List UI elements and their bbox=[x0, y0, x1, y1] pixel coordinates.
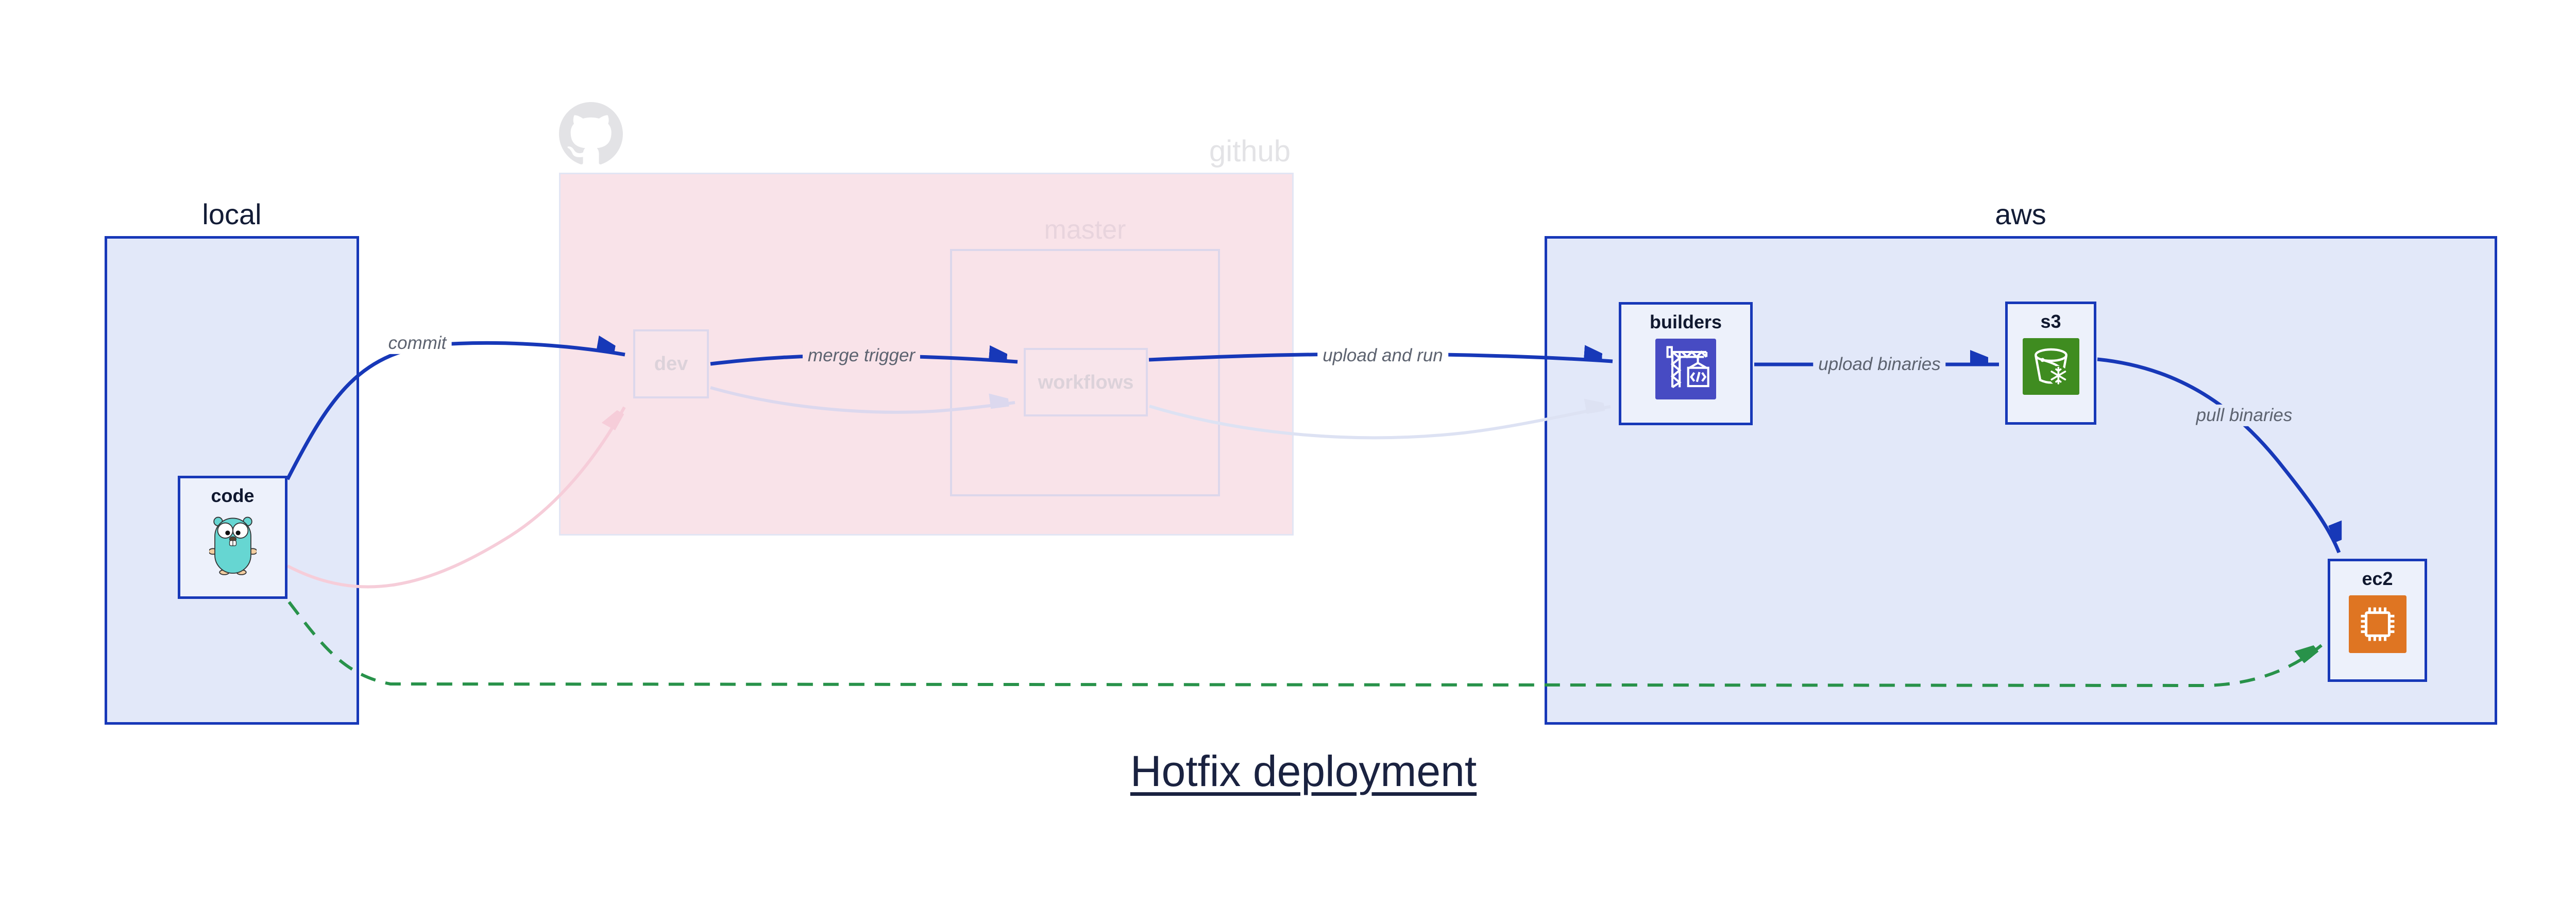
diagram-title: Hotfix deployment bbox=[1130, 747, 1477, 795]
aws-s3-bucket-icon bbox=[2022, 338, 2079, 395]
aws-region-label: aws bbox=[1995, 198, 2046, 230]
aws-ec2-chip-icon bbox=[2348, 595, 2406, 653]
node-dev: dev bbox=[633, 329, 709, 398]
node-ec2: ec2 bbox=[2328, 559, 2427, 682]
edge-label-upload-binaries: upload binaries bbox=[1813, 353, 1946, 376]
edge-label-commit: commit bbox=[383, 332, 452, 355]
node-s3-label: s3 bbox=[2040, 311, 2061, 332]
master-branch-label: master bbox=[1044, 215, 1126, 245]
local-region-label: local bbox=[202, 198, 262, 230]
edge-label-pull-binaries: pull binaries bbox=[2191, 404, 2298, 427]
node-workflows-label: workflows bbox=[1038, 371, 1134, 393]
github-logo-icon bbox=[559, 102, 623, 164]
go-gopher-icon bbox=[209, 516, 257, 575]
node-ec2-label: ec2 bbox=[2362, 568, 2393, 589]
node-builders: builders bbox=[1619, 302, 1753, 425]
node-code: code bbox=[178, 476, 287, 599]
node-code-label: code bbox=[211, 485, 255, 506]
aws-codebuild-icon bbox=[1655, 339, 1716, 399]
master-branch-region bbox=[950, 249, 1220, 496]
edge-label-upload-and-run: upload and run bbox=[1317, 344, 1448, 367]
node-dev-label: dev bbox=[654, 353, 688, 375]
edge-label-merge-trigger: merge trigger bbox=[802, 344, 921, 367]
node-workflows: workflows bbox=[1024, 348, 1148, 416]
node-builders-label: builders bbox=[1649, 311, 1722, 332]
node-s3: s3 bbox=[2005, 302, 2096, 425]
github-region-label: github bbox=[1209, 135, 1291, 168]
